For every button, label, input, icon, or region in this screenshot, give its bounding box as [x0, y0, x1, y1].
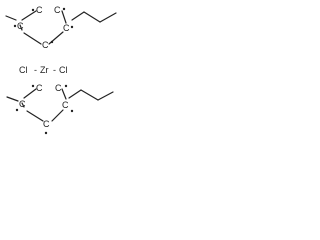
zirconium-label: Zr	[40, 65, 49, 75]
bottom-radical-dot-3	[15, 108, 19, 112]
top-butyl-bond-3	[99, 12, 117, 23]
chloride-left: Cl	[19, 65, 28, 75]
bottom-butyl-bond-2	[80, 89, 99, 101]
bottom-carbon-right: C	[62, 100, 69, 110]
bottom-butyl-bond-3	[97, 91, 114, 101]
top-radical-dot-1	[13, 24, 17, 28]
top-radical-dot-4	[70, 25, 74, 29]
top-ring-bond-1	[21, 10, 37, 21]
top-carbon-right: C	[63, 23, 70, 33]
bottom-ring-bond-2	[61, 88, 67, 100]
bottom-methyl-bond	[6, 96, 19, 102]
top-ring-bond-4	[23, 32, 42, 45]
top-radical-dot-3	[62, 7, 66, 11]
top-ring-bond-2	[61, 10, 67, 24]
separator-left: -	[34, 65, 37, 75]
bottom-radical-dot-5	[44, 131, 48, 135]
bottom-radical-dot-1	[31, 84, 35, 88]
chloride-right: Cl	[59, 65, 68, 75]
bottom-radical-dot-4	[70, 109, 74, 113]
bottom-ring-bond-5	[21, 102, 25, 108]
zirconium-dichloride-center: Cl - Zr - Cl	[19, 65, 68, 75]
bottom-carbon-bottom: C	[43, 119, 50, 129]
top-carbon-top-left: C	[36, 5, 43, 15]
bottom-carbon-left: C	[19, 99, 26, 109]
top-butyl-bond-1	[71, 11, 85, 21]
top-cyclopentadienyl-ring: C C C C C	[5, 5, 117, 50]
top-carbon-top-right: C	[54, 5, 61, 15]
top-radical-dot-2	[31, 8, 35, 12]
top-ring-bond-5	[19, 24, 23, 31]
bottom-cyclopentadienyl-ring: C C C C C	[6, 83, 114, 135]
bottom-ring-bond-3	[51, 109, 64, 122]
top-radical-dot-5	[50, 40, 54, 44]
bottom-carbon-top-left: C	[36, 83, 43, 93]
molecule-canvas: C C C C C Cl - Zr - Cl	[0, 0, 123, 139]
bottom-ring-bond-4	[26, 110, 44, 122]
top-methyl-bond	[5, 15, 17, 21]
bottom-carbon-top-right: C	[55, 83, 62, 93]
separator-right: -	[53, 65, 56, 75]
top-carbon-left: C	[17, 21, 24, 31]
top-butyl-bond-2	[83, 11, 101, 23]
bottom-radical-dot-2	[64, 84, 68, 88]
top-carbon-bottom: C	[42, 40, 49, 50]
structure-diagram: C C C C C Cl - Zr - Cl	[5, 5, 117, 135]
bottom-butyl-bond-1	[68, 89, 82, 99]
bottom-ring-bond-1	[23, 88, 37, 99]
